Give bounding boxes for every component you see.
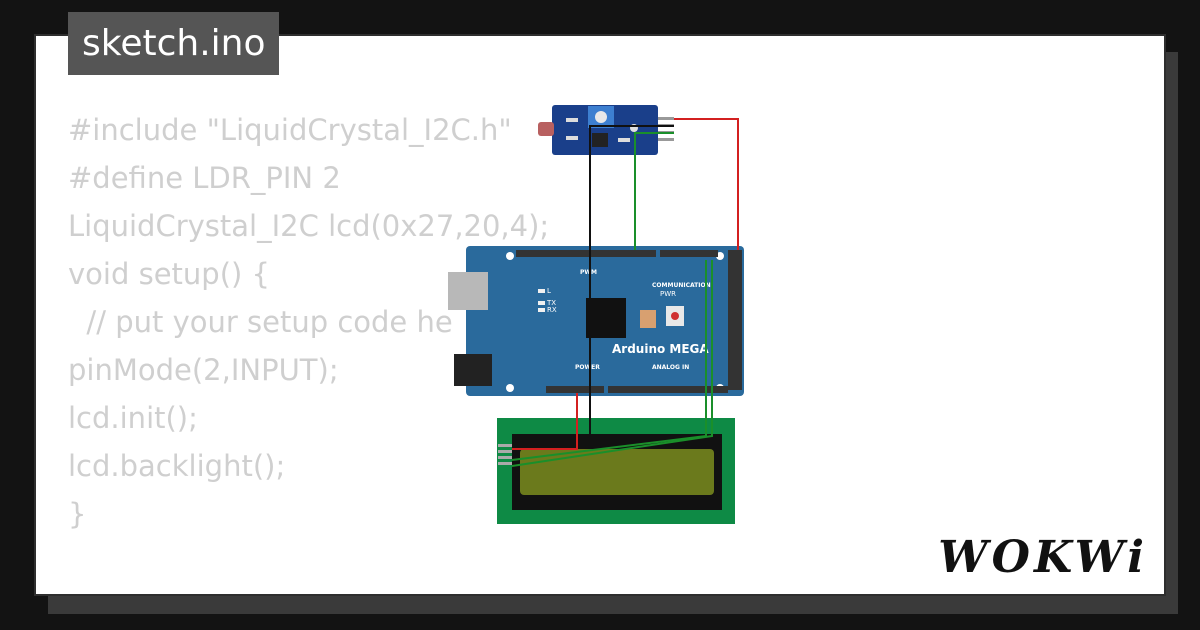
code-line: void loop() {: [68, 586, 549, 594]
analog-in-label: ANALOG IN: [652, 364, 689, 371]
led-rx-label: RX: [547, 306, 557, 314]
right-header: [728, 250, 742, 390]
lcd-display[interactable]: [497, 418, 735, 524]
code-line: LiquidCrystal_I2C lcd(0x27,20,4);: [68, 209, 550, 243]
arduino-mega-board[interactable]: L TX RX PWR PWM COMMUNICATION POWER ANAL…: [448, 246, 744, 396]
communication-label: COMMUNICATION: [652, 282, 711, 289]
wire-vcc-ldr: [674, 118, 739, 250]
led-tx-label: TX: [546, 299, 556, 307]
code-line: #include "LiquidCrystal_I2C.h": [68, 113, 512, 147]
board-label: Arduino MEGA: [612, 342, 709, 356]
code-line: #define LDR_PIN 2: [68, 161, 341, 195]
power-jack-icon: [454, 354, 492, 386]
wires: [511, 118, 739, 467]
led-l-label: L: [547, 287, 551, 295]
file-tab[interactable]: sketch.ino: [68, 12, 280, 75]
code-preview: #include "LiquidCrystal_I2C.h" #define L…: [68, 106, 550, 594]
lcd-screen: [520, 449, 714, 495]
microcontroller-chip: [586, 298, 626, 338]
wire-gnd: [589, 125, 674, 434]
wire-scl: [511, 260, 713, 467]
wire-vcc-lcd: [512, 393, 578, 450]
code-line: pinMode(2,INPUT);: [68, 353, 339, 387]
code-line: lcd.backlight();: [68, 449, 286, 483]
usb-port-icon: [448, 272, 488, 310]
code-line: // put your setup code he: [68, 305, 453, 339]
reset-button[interactable]: [671, 312, 679, 320]
code-line: void setup() {: [68, 257, 270, 291]
wokwi-logo: WOKWi: [938, 532, 1148, 583]
pwr-label: PWR: [660, 290, 676, 298]
photoresistor-icon: [538, 122, 554, 136]
digital-header: [516, 250, 656, 257]
code-line: }: [68, 497, 87, 531]
code-line: lcd.init();: [68, 401, 198, 435]
wire-ldr-signal: [634, 132, 674, 250]
ldr-sensor-module[interactable]: [538, 105, 674, 155]
pwm-label: PWM: [580, 269, 597, 276]
power-label: POWER: [575, 364, 600, 371]
